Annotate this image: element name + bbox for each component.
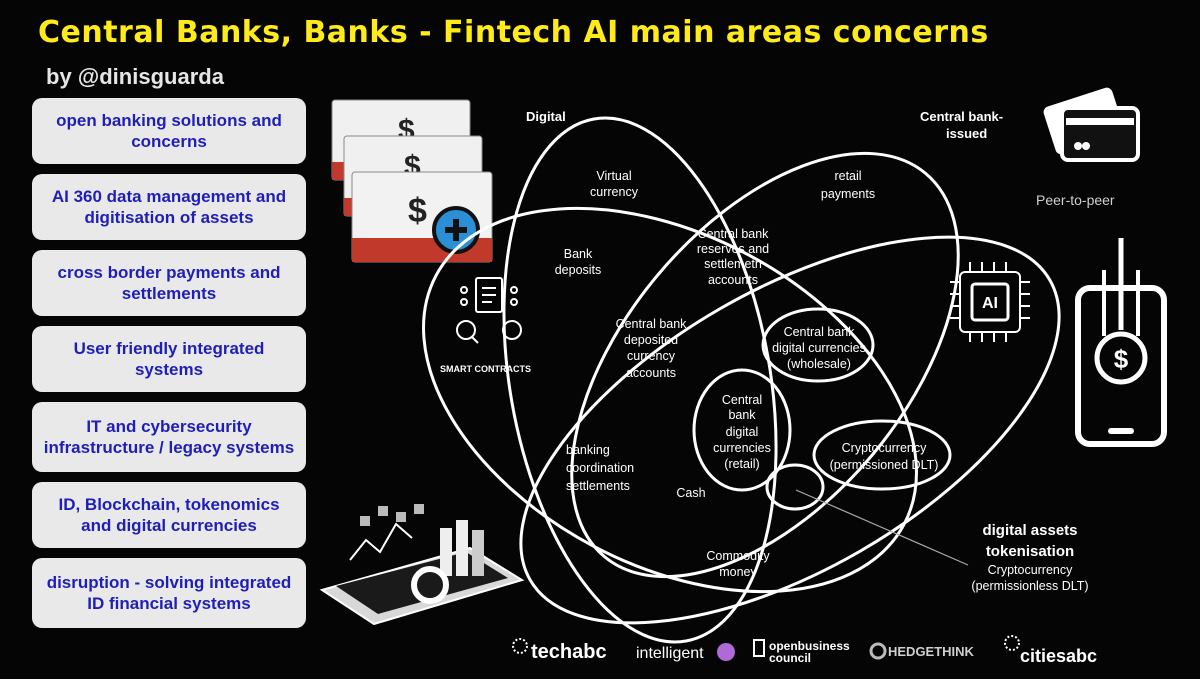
venn-ellipses bbox=[422, 116, 1061, 644]
label-virtual-currency-2: currency bbox=[590, 185, 639, 199]
label-smart-contracts: SMART CONTRACTS bbox=[440, 364, 531, 374]
svg-text:techabc: techabc bbox=[531, 641, 607, 663]
label-digital-assets: digital assets bbox=[982, 522, 1077, 539]
label-cbdc-retail-5: (retail) bbox=[724, 457, 759, 471]
label-cbdc-retail-4: currencies bbox=[713, 441, 771, 455]
credit-card-icon bbox=[1043, 87, 1140, 162]
label-central-bank-issued-1: Central bank- bbox=[920, 109, 1003, 124]
svg-text:$: $ bbox=[1114, 344, 1129, 374]
concern-cross-border: cross border payments and settlements bbox=[32, 250, 306, 316]
label-bank-deposits: Bank bbox=[564, 247, 593, 261]
mobile-payment-icon: $ bbox=[1075, 238, 1167, 447]
concern-disruption: disruption - solving integrated ID finan… bbox=[32, 558, 306, 628]
label-cbdc-retail-2: bank bbox=[728, 408, 756, 422]
label-peer-to-peer: Peer-to-peer bbox=[1036, 192, 1115, 208]
label-commodity-money: Commodity bbox=[706, 549, 770, 563]
label-retail-payments: retail bbox=[834, 169, 861, 183]
label-digital: Digital bbox=[526, 109, 566, 124]
label-cb-deposited-3: currency bbox=[627, 349, 676, 363]
label-virtual-currency: Virtual bbox=[596, 169, 631, 183]
label-cbdc-retail: Central bbox=[722, 393, 762, 407]
label-cb-reserves-2: reserves and bbox=[697, 242, 769, 256]
label-cbdc-wholesale-3: (wholesale) bbox=[787, 357, 851, 371]
svg-text:HEDGETHINK: HEDGETHINK bbox=[888, 644, 975, 659]
svg-text:council: council bbox=[769, 651, 811, 665]
byline: by @dinisguarda bbox=[46, 64, 224, 89]
concern-data-management: AI 360 data management and digitisation … bbox=[32, 174, 306, 240]
openbusiness-council-logo: openbusiness council bbox=[753, 639, 850, 665]
intelligent-logo: intelligent bbox=[636, 643, 735, 662]
page-title: Central Banks, Banks - Fintech AI main a… bbox=[38, 15, 989, 50]
techabc-logo: techabc bbox=[512, 638, 607, 663]
svg-text:intelligent: intelligent bbox=[636, 645, 704, 662]
concern-open-banking: open banking solutions and concerns bbox=[32, 98, 306, 164]
concern-blockchain: ID, Blockchain, tokenomics and digital c… bbox=[32, 482, 306, 548]
dollar-bill-stack-icon: $ $ $ bbox=[331, 99, 493, 263]
label-commodity-money-2: money bbox=[719, 565, 757, 579]
analytics-tablet-icon bbox=[319, 504, 525, 626]
pointer-line bbox=[795, 489, 969, 566]
svg-text:openbusiness: openbusiness bbox=[769, 639, 850, 653]
label-cb-deposited-4: accounts bbox=[626, 366, 676, 380]
ai-chip-label: AI bbox=[982, 295, 998, 312]
label-cash: Cash bbox=[676, 486, 705, 500]
hedgethink-logo: HEDGETHINK bbox=[869, 642, 975, 660]
citiesabc-logo: citiesabc bbox=[1004, 635, 1097, 666]
label-crypto-permissionless-2: (permissionless DLT) bbox=[971, 579, 1088, 593]
label-cbdc-wholesale-2: digital currencies bbox=[772, 341, 866, 355]
concern-cybersecurity: IT and cybersecurity infrastructure / le… bbox=[32, 402, 306, 472]
footer-logos: techabc intelligent openbusiness council… bbox=[512, 635, 1097, 666]
label-cb-reserves: Central bank bbox=[698, 227, 770, 241]
ai-chip-icon bbox=[950, 262, 1030, 342]
label-cb-reserves-3: settlemetn bbox=[704, 257, 762, 271]
label-cb-deposited: Central bank bbox=[616, 317, 688, 331]
label-cbdc-retail-3: digital bbox=[726, 425, 759, 439]
label-banking-coordination-3: settlements bbox=[566, 479, 630, 493]
svg-text:$: $ bbox=[408, 192, 427, 230]
label-banking-coordination: banking bbox=[566, 443, 610, 457]
label-tokenisation: tokenisation bbox=[986, 543, 1074, 560]
label-banking-coordination-2: coordination bbox=[566, 461, 634, 475]
label-crypto-permissioned: Cryptocurrency bbox=[842, 441, 927, 455]
label-cb-reserves-4: accounts bbox=[708, 273, 758, 287]
label-retail-payments-2: payments bbox=[821, 187, 875, 201]
smart-contracts-icon bbox=[456, 277, 522, 344]
svg-text:citiesabc: citiesabc bbox=[1020, 646, 1097, 666]
concern-user-friendly: User friendly integrated systems bbox=[32, 326, 306, 392]
label-cb-deposited-2: deposited bbox=[624, 333, 678, 347]
label-central-bank-issued-2: issued bbox=[946, 126, 987, 141]
label-crypto-permissioned-2: (permissioned DLT) bbox=[830, 458, 939, 472]
concerns-list: open banking solutions and concerns AI 3… bbox=[32, 98, 308, 638]
label-cbdc-wholesale: Central bank bbox=[784, 325, 856, 339]
label-crypto-permissionless: Cryptocurrency bbox=[988, 563, 1073, 577]
label-bank-deposits-2: deposits bbox=[555, 263, 602, 277]
